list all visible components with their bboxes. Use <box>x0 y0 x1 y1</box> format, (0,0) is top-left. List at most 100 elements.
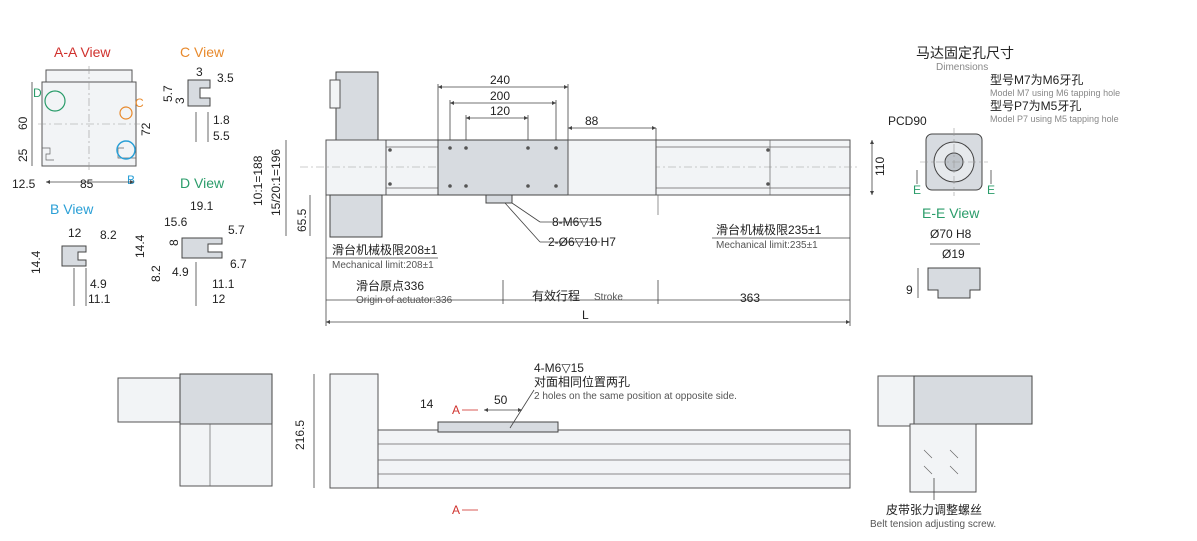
d-dim-4-9: 4.9 <box>172 265 189 279</box>
motor-m7-en: Model M7 using M6 tapping hole <box>990 88 1120 98</box>
bottom-side-view: 216.5 14 50 4-M6▽15 对面相同位置两孔 2 holes on … <box>293 361 851 517</box>
motor-connector <box>329 79 341 109</box>
dim-110: 110 <box>873 157 887 176</box>
c-view: C View 3 3.5 5.7 3 1.8 5.5 <box>161 44 234 143</box>
dim-120: 120 <box>490 104 510 118</box>
d-view-title: D View <box>180 175 225 191</box>
br-motor <box>913 375 1033 425</box>
c-dim-3b: 3 <box>173 97 187 104</box>
dim-363: 363 <box>740 291 760 305</box>
motor-title-cn: 马达固定孔尺寸 <box>916 45 1014 61</box>
c-dim-3: 3 <box>196 65 203 79</box>
d-slot-profile <box>181 237 223 259</box>
ee-section <box>927 267 981 299</box>
aa-mark-b: B <box>127 173 135 187</box>
bottom-right-view: 皮带张力调整螺丝 Belt tension adjusting screw. <box>870 375 1033 530</box>
br-end <box>877 375 915 427</box>
mech-limit-right-en: Mechanical limit:235±1 <box>716 240 818 251</box>
b-dim-11-1: 11.1 <box>88 292 111 306</box>
aa-view-title: A-A View <box>54 44 111 60</box>
aa-mark-d-circle <box>44 90 66 112</box>
ee-dim-70: Ø70 H8 <box>930 227 972 241</box>
mech-limit-left-cn: 滑台机械极限208±1 <box>332 242 438 257</box>
ee-dim-19: Ø19 <box>942 247 965 261</box>
a-mark-top: A <box>452 403 460 417</box>
dim-14: 14 <box>420 397 434 411</box>
aa-mark-b-circle <box>116 140 136 160</box>
d-dim-11-1: 11.1 <box>212 277 235 291</box>
motor-body <box>335 71 379 145</box>
stroke-en: Stroke <box>594 292 623 303</box>
aa-view: A-A View D C B 60 25 12.5 85 72 <box>12 44 153 191</box>
b-dim-8-2: 8.2 <box>100 228 117 242</box>
aa-dim-72: 72 <box>139 122 153 136</box>
dim-240: 240 <box>490 73 510 87</box>
holes-cn: 对面相同位置两孔 <box>534 374 630 389</box>
aa-mark-c: C <box>135 96 144 110</box>
b-view-title: B View <box>50 201 94 217</box>
d-dim-6-7: 6.7 <box>230 257 247 271</box>
d-dim-19-1: 19.1 <box>190 199 214 213</box>
belt-cn: 皮带张力调整螺丝 <box>886 502 982 517</box>
mech-limit-left-en: Mechanical limit:208±1 <box>332 260 434 271</box>
c-dim-1-8: 1.8 <box>213 113 230 127</box>
slider-pins <box>485 194 513 204</box>
aa-mark-d: D <box>33 86 42 100</box>
slider-extension <box>567 139 657 196</box>
motor-mount <box>325 139 387 196</box>
b-dim-12: 12 <box>68 226 82 240</box>
c-dim-5-7: 5.7 <box>161 85 175 102</box>
pcd-label: PCD90 <box>888 114 927 128</box>
mech-limit-right-cn: 滑台机械极限235±1 <box>716 222 822 237</box>
d-dim-5-7: 5.7 <box>228 223 245 237</box>
hole-callout-1: 8-M6▽15 <box>552 215 602 229</box>
slider-block <box>437 139 569 196</box>
dim-88: 88 <box>585 114 599 128</box>
dim-216-5: 216.5 <box>293 420 307 450</box>
b-dim-14-4: 14.4 <box>29 250 43 274</box>
d-dim-8-2: 8.2 <box>149 265 163 282</box>
stroke-cn: 有效行程 <box>532 288 580 303</box>
d-dim-14-4: 14.4 <box>133 234 147 258</box>
b-slot-profile <box>61 245 87 267</box>
c-dim-5-5: 5.5 <box>213 129 230 143</box>
dim-10-1: 10:1=188 <box>251 155 265 206</box>
d-view: D View 19.1 15.6 5.7 14.4 8 6.7 8.2 4.9 … <box>133 175 247 306</box>
dim-15-20: 15/20:1=196 <box>269 149 283 216</box>
bs-end-block <box>329 373 379 489</box>
ee-view-title: E-E View <box>922 205 980 221</box>
hole-callout-2: 2-Ø6▽10 H7 <box>548 235 616 249</box>
dim-65-5: 65.5 <box>295 208 309 232</box>
bs-slider-top <box>437 421 559 433</box>
motor-lower <box>329 194 383 238</box>
aa-dim-12-5: 12.5 <box>12 177 36 191</box>
b-view: B View 12 8.2 14.4 4.9 11.1 <box>29 201 117 306</box>
c-slot-profile <box>187 79 211 107</box>
bl-housing <box>179 423 273 487</box>
d-dim-8: 8 <box>167 239 181 246</box>
origin-cn: 滑台原点336 <box>356 278 424 293</box>
holes-en: 2 holes on the same position at opposite… <box>534 391 737 402</box>
e-mark-left: E <box>913 183 921 197</box>
main-top-view: 240 200 120 88 110 10:1=188 15/20:1=196 … <box>251 71 887 326</box>
motor-p7-cn: 型号P7为M5牙孔 <box>990 99 1081 113</box>
b-dim-4-9: 4.9 <box>90 277 107 291</box>
a-mark-bottom: A <box>452 503 460 517</box>
br-housing <box>909 423 977 493</box>
c-dim-3-5: 3.5 <box>217 71 234 85</box>
dim-length: L <box>582 308 589 322</box>
aa-dim-25: 25 <box>16 148 30 162</box>
d-dim-12: 12 <box>212 292 226 306</box>
dim-200: 200 <box>490 89 510 103</box>
bs-rail <box>377 429 851 489</box>
bl-motor <box>117 377 181 423</box>
motor-p7-en: Model P7 using M5 tapping hole <box>990 114 1119 124</box>
d-dim-15-6: 15.6 <box>164 215 188 229</box>
origin-en: Origin of actuator:336 <box>356 295 453 306</box>
c-view-title: C View <box>180 44 225 60</box>
dim-50: 50 <box>494 393 508 407</box>
motor-flange-view: 马达固定孔尺寸 Dimensions 型号M7为M6牙孔 Model M7 us… <box>888 45 1120 299</box>
motor-m7-cn: 型号M7为M6牙孔 <box>990 73 1083 87</box>
aa-dim-60: 60 <box>16 116 30 130</box>
